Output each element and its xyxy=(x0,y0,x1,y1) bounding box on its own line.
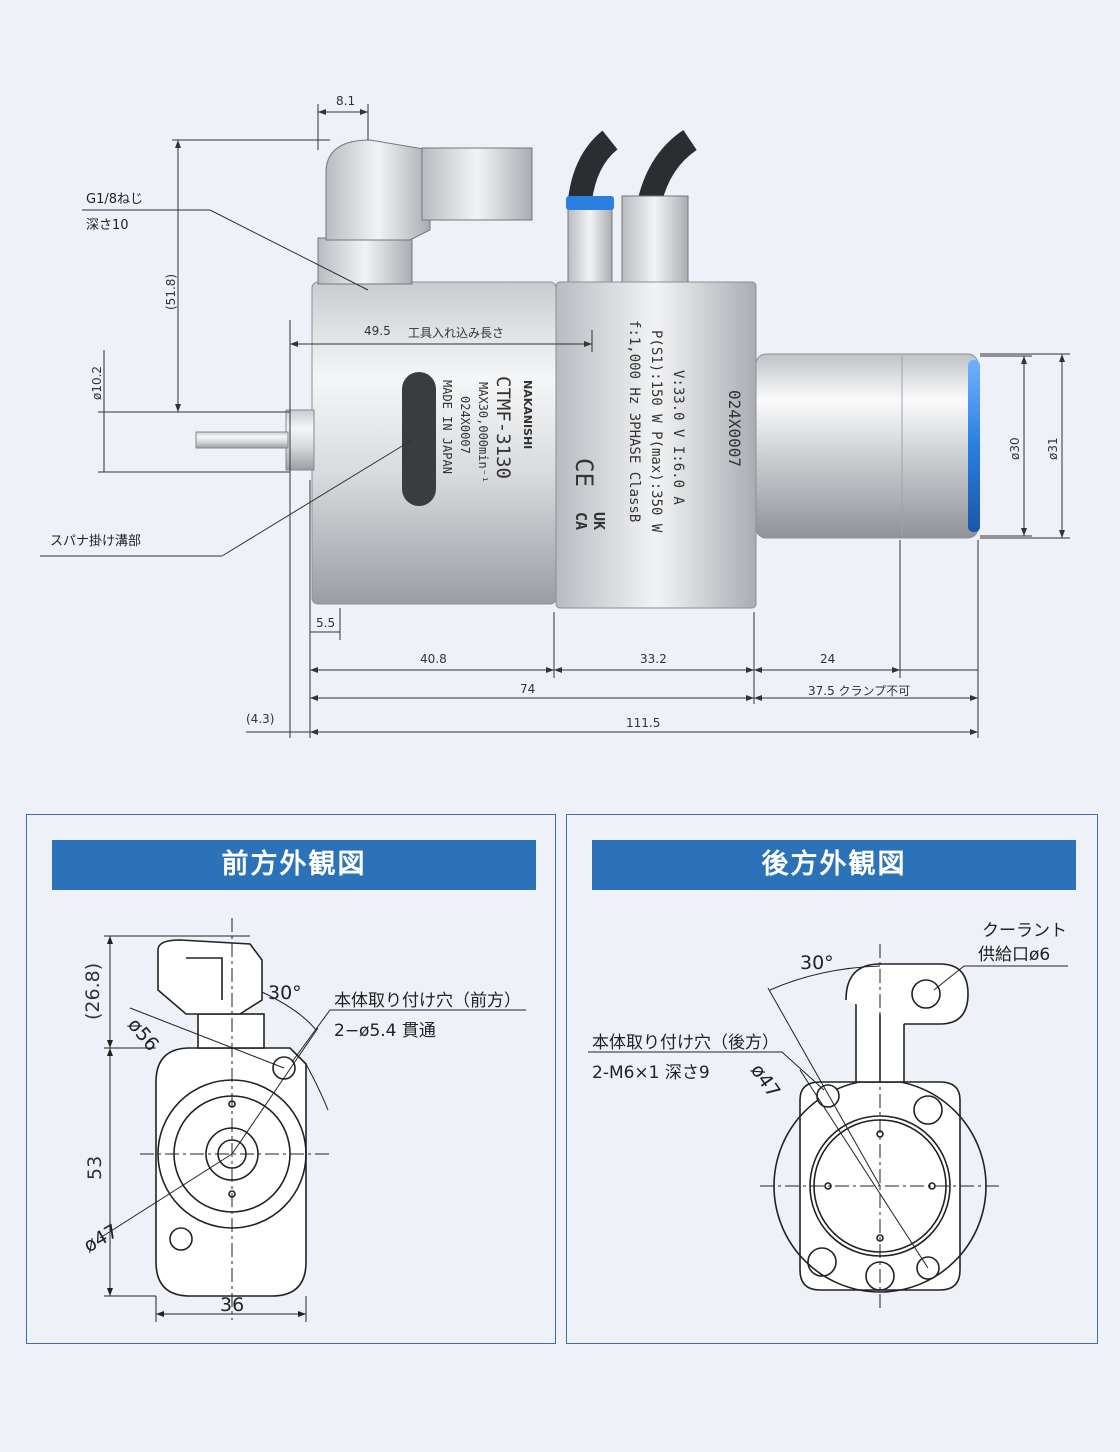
dim-51-8: (51.8) xyxy=(164,273,178,310)
ca-mark: CA xyxy=(572,512,590,531)
dim-8-1: 8.1 xyxy=(336,94,356,108)
serial-mark: 024X0007 xyxy=(458,396,472,454)
rear-note-2: 2-M6×1 深さ9 xyxy=(592,1063,710,1083)
dim-5-5: 5.5 xyxy=(316,616,336,630)
dim-30: ø30 xyxy=(1008,437,1022,460)
front-dim-36: 36 xyxy=(220,1294,245,1316)
elbow-outlet xyxy=(421,147,533,221)
tool-shank xyxy=(195,431,289,449)
blue-collar xyxy=(566,196,614,210)
brand-mark: NAKANISHI xyxy=(521,380,534,450)
front-dim-53: 53 xyxy=(84,1155,106,1180)
blue-ring xyxy=(968,360,980,532)
ce-mark: CE xyxy=(570,458,598,487)
rear-cylinder xyxy=(755,353,979,539)
made-mark: MADE IN JAPAN xyxy=(440,380,454,474)
dim-74: 74 xyxy=(520,682,536,696)
front-note-2: 2−ø5.4 貫通 xyxy=(334,1021,436,1041)
callout-spanner: スパナ掛け溝部 xyxy=(50,534,142,549)
hex-nut xyxy=(317,237,413,285)
cable-1 xyxy=(568,130,618,202)
dim-10-2: ø10.2 xyxy=(90,365,104,400)
front-dim-30deg: 30° xyxy=(268,982,302,1004)
dim-40-8: 40.8 xyxy=(420,652,447,666)
dim-31: ø31 xyxy=(1046,437,1060,460)
rating2-mark: P(S1):150 W P(max):350 W xyxy=(648,330,664,533)
front-dim-26-8: (26.8) xyxy=(82,962,104,1020)
callout-g18: G1/8ねじ xyxy=(86,192,143,207)
dim-4-3: (4.3) xyxy=(246,712,275,726)
front-view-panel xyxy=(26,814,556,1344)
dim-tool-insert: 工具入れ込み長さ xyxy=(408,326,505,340)
dim-37-5: 37.5 クランプ不可 xyxy=(808,684,911,698)
dim-24: 24 xyxy=(820,652,836,666)
rating1-mark: V:33.0 V I:6.0 A xyxy=(670,370,686,505)
front-view-title: 前方外観図 xyxy=(52,840,536,890)
spanner-slot xyxy=(402,372,436,506)
rear-view-title: 後方外観図 xyxy=(592,840,1076,890)
side-view-drawing xyxy=(40,104,1070,738)
rear-note-1: 本体取り付け穴（後方） xyxy=(592,1033,779,1053)
uk-mark: UK xyxy=(590,512,608,531)
front-note-1: 本体取り付け穴（前方） xyxy=(334,991,521,1011)
dim-111-5: 111.5 xyxy=(626,716,661,730)
rating3-mark: f:1,000 Hz 3PHASE ClassB xyxy=(626,320,642,523)
cable-fitting-2 xyxy=(621,195,689,287)
callout-depth10: 深さ10 xyxy=(86,218,129,233)
max-mark: MAX30,000min⁻¹ xyxy=(476,382,490,484)
coolant-label-1: クーラント xyxy=(982,921,1067,941)
rear-dim-30deg: 30° xyxy=(800,952,834,974)
elbow-body xyxy=(325,139,431,241)
model-mark: CTMF-3130 xyxy=(492,376,514,479)
dim-33-2: 33.2 xyxy=(640,652,667,666)
serial2-mark: 024X0007 xyxy=(725,390,744,468)
cable-2 xyxy=(638,130,698,204)
coolant-label-2: 供給口ø6 xyxy=(978,945,1051,965)
dim-49-5: 49.5 xyxy=(364,324,391,338)
cable-fitting-1 xyxy=(567,199,613,287)
